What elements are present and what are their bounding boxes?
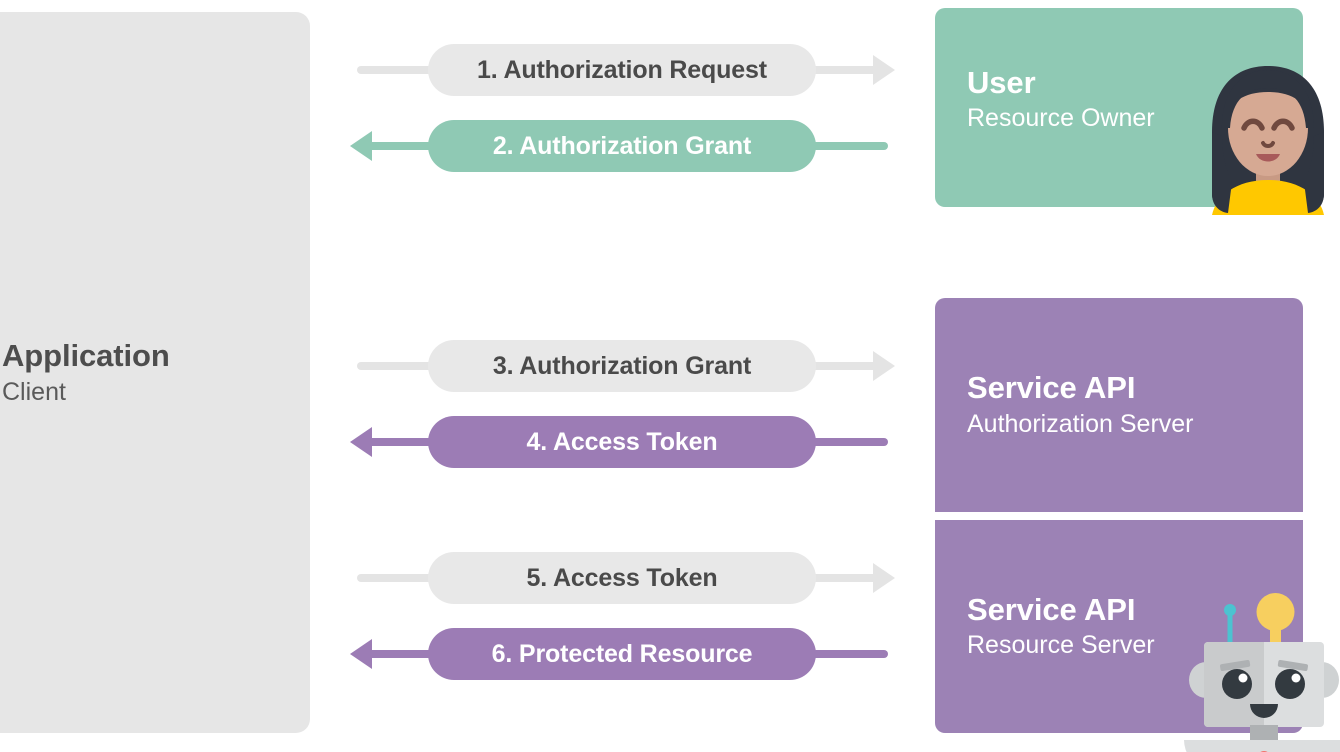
user-subtitle: Resource Owner	[967, 104, 1155, 133]
flow-row-6[interactable]: 6. Protected Resource	[350, 626, 895, 682]
flow-row-3[interactable]: 3. Authorization Grant	[350, 338, 895, 394]
user-title: User	[967, 65, 1036, 100]
flow-label-6[interactable]: 6. Protected Resource	[428, 628, 816, 680]
arrow-left-icon-4	[350, 427, 372, 457]
flow-row-1[interactable]: 1. Authorization Request	[350, 42, 895, 98]
flow-row-5[interactable]: 5. Access Token	[350, 550, 895, 606]
flow-row-4[interactable]: 4. Access Token	[350, 414, 895, 470]
actor-card-user: User Resource Owner	[935, 8, 1303, 207]
application-client-label: Application Client	[0, 12, 300, 733]
authorization-server-subtitle: Authorization Server	[967, 409, 1194, 438]
arrow-left-icon-6	[350, 639, 372, 669]
authorization-server-title: Service API	[967, 370, 1136, 406]
actor-card-resource-server: Service API Resource Server	[935, 520, 1303, 733]
arrow-right-icon-5	[873, 563, 895, 593]
actor-card-authorization-server-body: Service API Authorization Server	[935, 298, 1303, 512]
actor-card-user-body: User Resource Owner	[935, 8, 1303, 207]
resource-server-subtitle: Resource Server	[967, 631, 1155, 660]
actor-card-resource-server-body: Service API Resource Server	[935, 520, 1303, 733]
flow-label-4[interactable]: 4. Access Token	[428, 416, 816, 468]
application-client-panel: Application Client	[0, 12, 310, 733]
arrow-left-icon-2	[350, 131, 372, 161]
flow-row-2[interactable]: 2. Authorization Grant	[350, 118, 895, 174]
flow-label-2[interactable]: 2. Authorization Grant	[428, 120, 816, 172]
flow-label-5[interactable]: 5. Access Token	[428, 552, 816, 604]
resource-server-title: Service API	[967, 591, 1136, 627]
application-subtitle: Client	[2, 377, 66, 406]
arrow-right-icon-1	[873, 55, 895, 85]
application-title: Application	[2, 338, 170, 374]
flow-label-1[interactable]: 1. Authorization Request	[428, 44, 816, 96]
flow-label-3[interactable]: 3. Authorization Grant	[428, 340, 816, 392]
actor-card-authorization-server: Service API Authorization Server	[935, 298, 1303, 512]
arrow-right-icon-3	[873, 351, 895, 381]
